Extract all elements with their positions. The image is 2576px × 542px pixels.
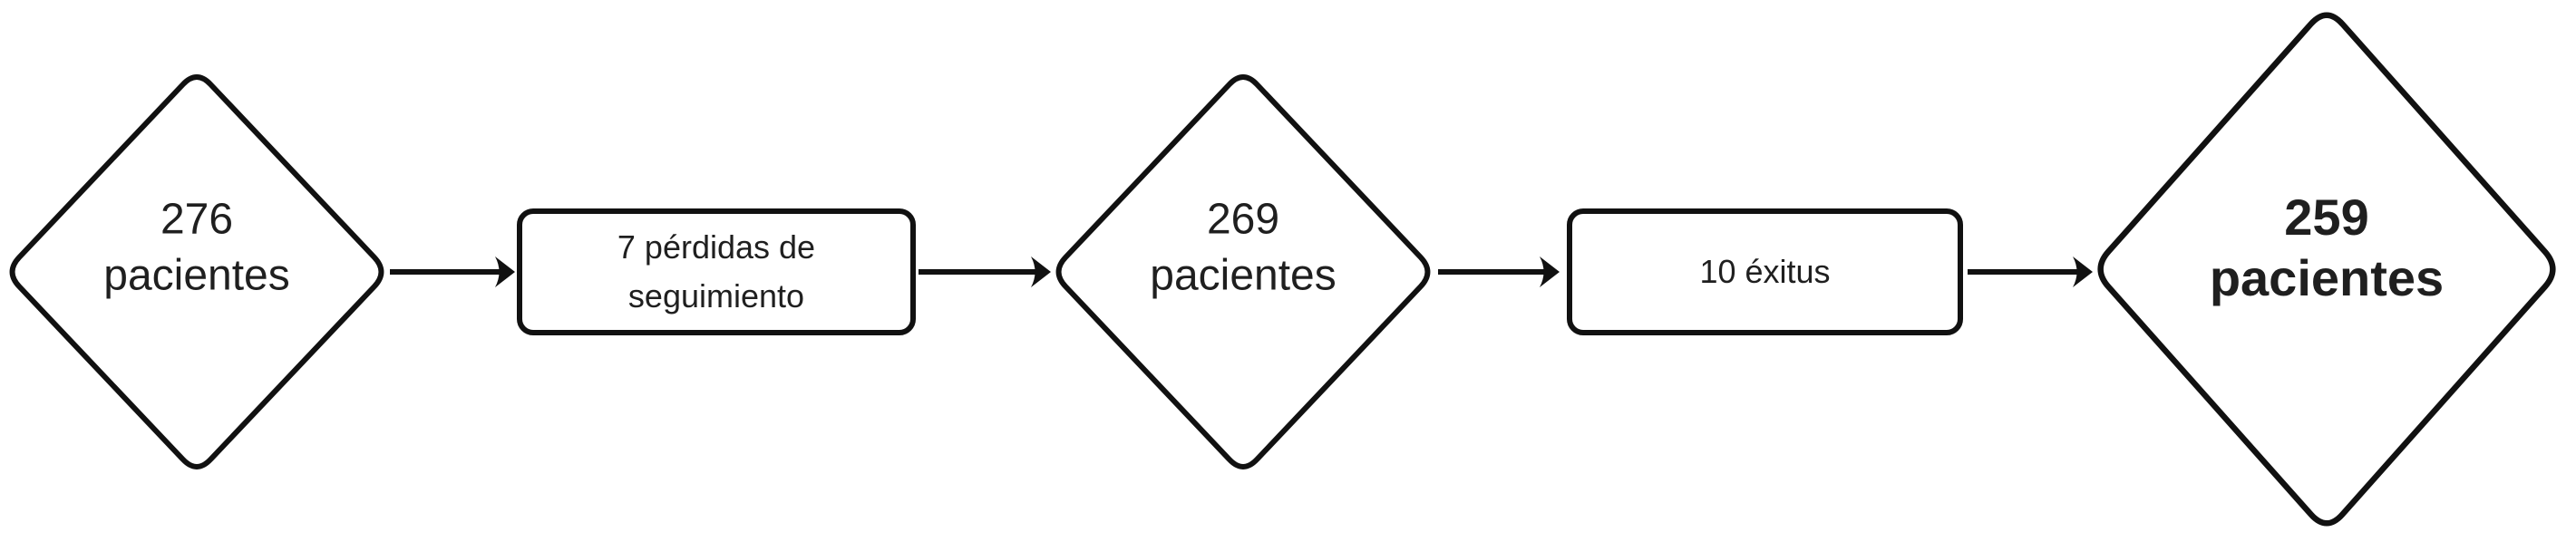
node-label-line1: 7 pérdidas de <box>617 228 816 266</box>
diamond-shape-icon <box>2097 12 2556 527</box>
node-label: 259 pacientes <box>2210 187 2444 308</box>
diamond-shape-icon <box>9 74 384 469</box>
node-label: 276 pacientes <box>103 192 289 305</box>
diamond-node-259-pacientes: 259 pacientes <box>2089 3 2564 536</box>
node-label-line2: pacientes <box>103 252 290 300</box>
node-label-line2: pacientes <box>2209 249 2445 306</box>
diamond-node-269-pacientes: 269 pacientes <box>1048 66 1438 478</box>
node-label-line2: pacientes <box>1150 252 1337 300</box>
arrow-right-icon <box>1438 256 1560 287</box>
node-label-line1: 276 <box>160 195 234 244</box>
node-label-line1: 259 <box>2284 188 2369 246</box>
diamond-node-276-pacientes: 276 pacientes <box>2 66 392 478</box>
node-label-line2: seguimiento <box>627 277 805 315</box>
arrow-right-icon <box>919 256 1051 287</box>
arrow-right-icon <box>1968 256 2093 287</box>
node-label: 269 pacientes <box>1150 192 1336 305</box>
node-label-line1: 10 éxitus <box>1699 253 1831 290</box>
node-label-line1: 269 <box>1206 195 1280 244</box>
process-node-exitus: 10 éxitus <box>1567 208 1963 335</box>
node-label: 10 éxitus <box>1699 247 1830 296</box>
diamond-shape-icon <box>1055 74 1431 469</box>
arrow-right-icon <box>390 256 515 287</box>
node-label: 7 pérdidas de seguimiento <box>617 223 815 321</box>
process-node-perdidas-seguimiento: 7 pérdidas de seguimiento <box>517 208 916 335</box>
